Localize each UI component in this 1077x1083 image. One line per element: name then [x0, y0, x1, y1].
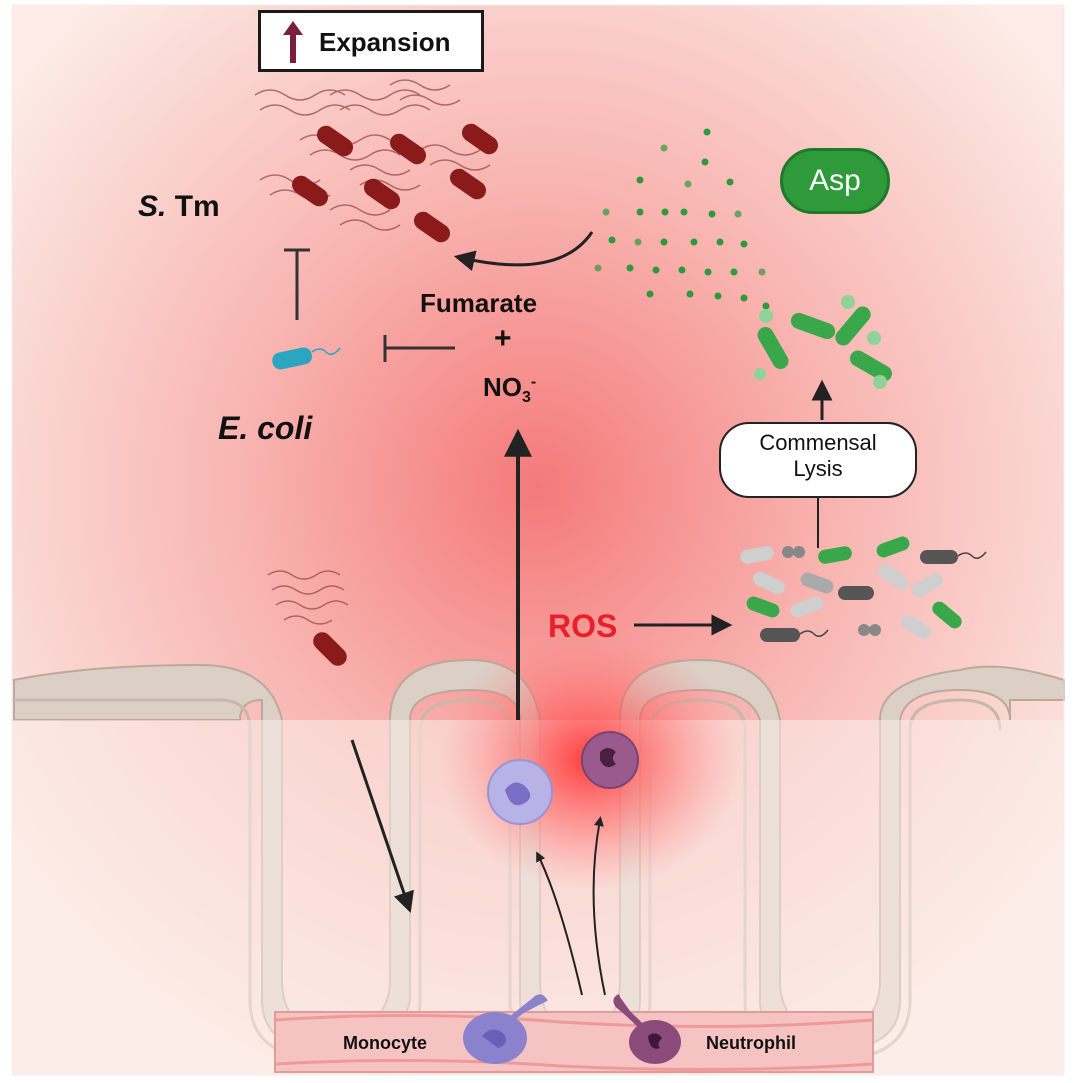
migration-arrow-neutrophil: [592, 816, 606, 996]
arrow-asp-to-salmonella: [453, 231, 594, 272]
figure-border: [11, 4, 1065, 1076]
commensal-community: [740, 536, 987, 642]
recruited-neutrophil: [581, 731, 639, 789]
recruited-monocyte: [487, 759, 553, 825]
lysed-commensals: [754, 295, 892, 389]
plus-label: +: [494, 322, 512, 355]
aspartate-pill: Asp: [780, 148, 890, 214]
ros-label: ROS: [548, 608, 618, 644]
migration-arrow-monocyte: [536, 851, 583, 996]
e-coli-label: E. coli: [218, 410, 313, 446]
commensal-lysis-box: Commensal Lysis: [719, 422, 917, 498]
no3-label: NO3-: [483, 372, 536, 407]
commensal-label: Commensal: [759, 430, 877, 455]
fumarate-label: Fumarate: [420, 288, 538, 318]
aspartate-dots: [594, 128, 770, 310]
s-tm-label: S. Tm: [138, 190, 220, 224]
inhibition-ecoli-to-stm: [284, 248, 310, 320]
inhibition-fumarate-to-ecoli: [383, 335, 455, 362]
invading-salmonella: [267, 570, 349, 666]
up-arrow-icon: [283, 21, 303, 63]
transmigrating-neutrophil: [613, 994, 681, 1064]
monocyte-label: Monocyte: [343, 1033, 428, 1053]
expansion-box: Expansion: [258, 10, 484, 72]
s-tm-rest: Tm: [166, 190, 220, 223]
blood-vessel: [274, 1011, 874, 1073]
no3-superscript: -: [530, 373, 537, 391]
transmigrating-monocyte: [463, 994, 548, 1064]
ecoli-bacterium: [272, 347, 341, 370]
lysis-label: Lysis: [793, 456, 843, 481]
asp-label: Asp: [809, 164, 861, 197]
s-tm-italic: S.: [138, 190, 167, 223]
no3-subscript: 3: [522, 389, 531, 407]
arrow-invasion: [350, 739, 414, 913]
expansion-label: Expansion: [319, 27, 451, 57]
neutrophil-label: Neutrophil: [706, 1033, 796, 1053]
no3-base: NO: [483, 372, 522, 402]
salmonella-cluster: [254, 79, 499, 243]
